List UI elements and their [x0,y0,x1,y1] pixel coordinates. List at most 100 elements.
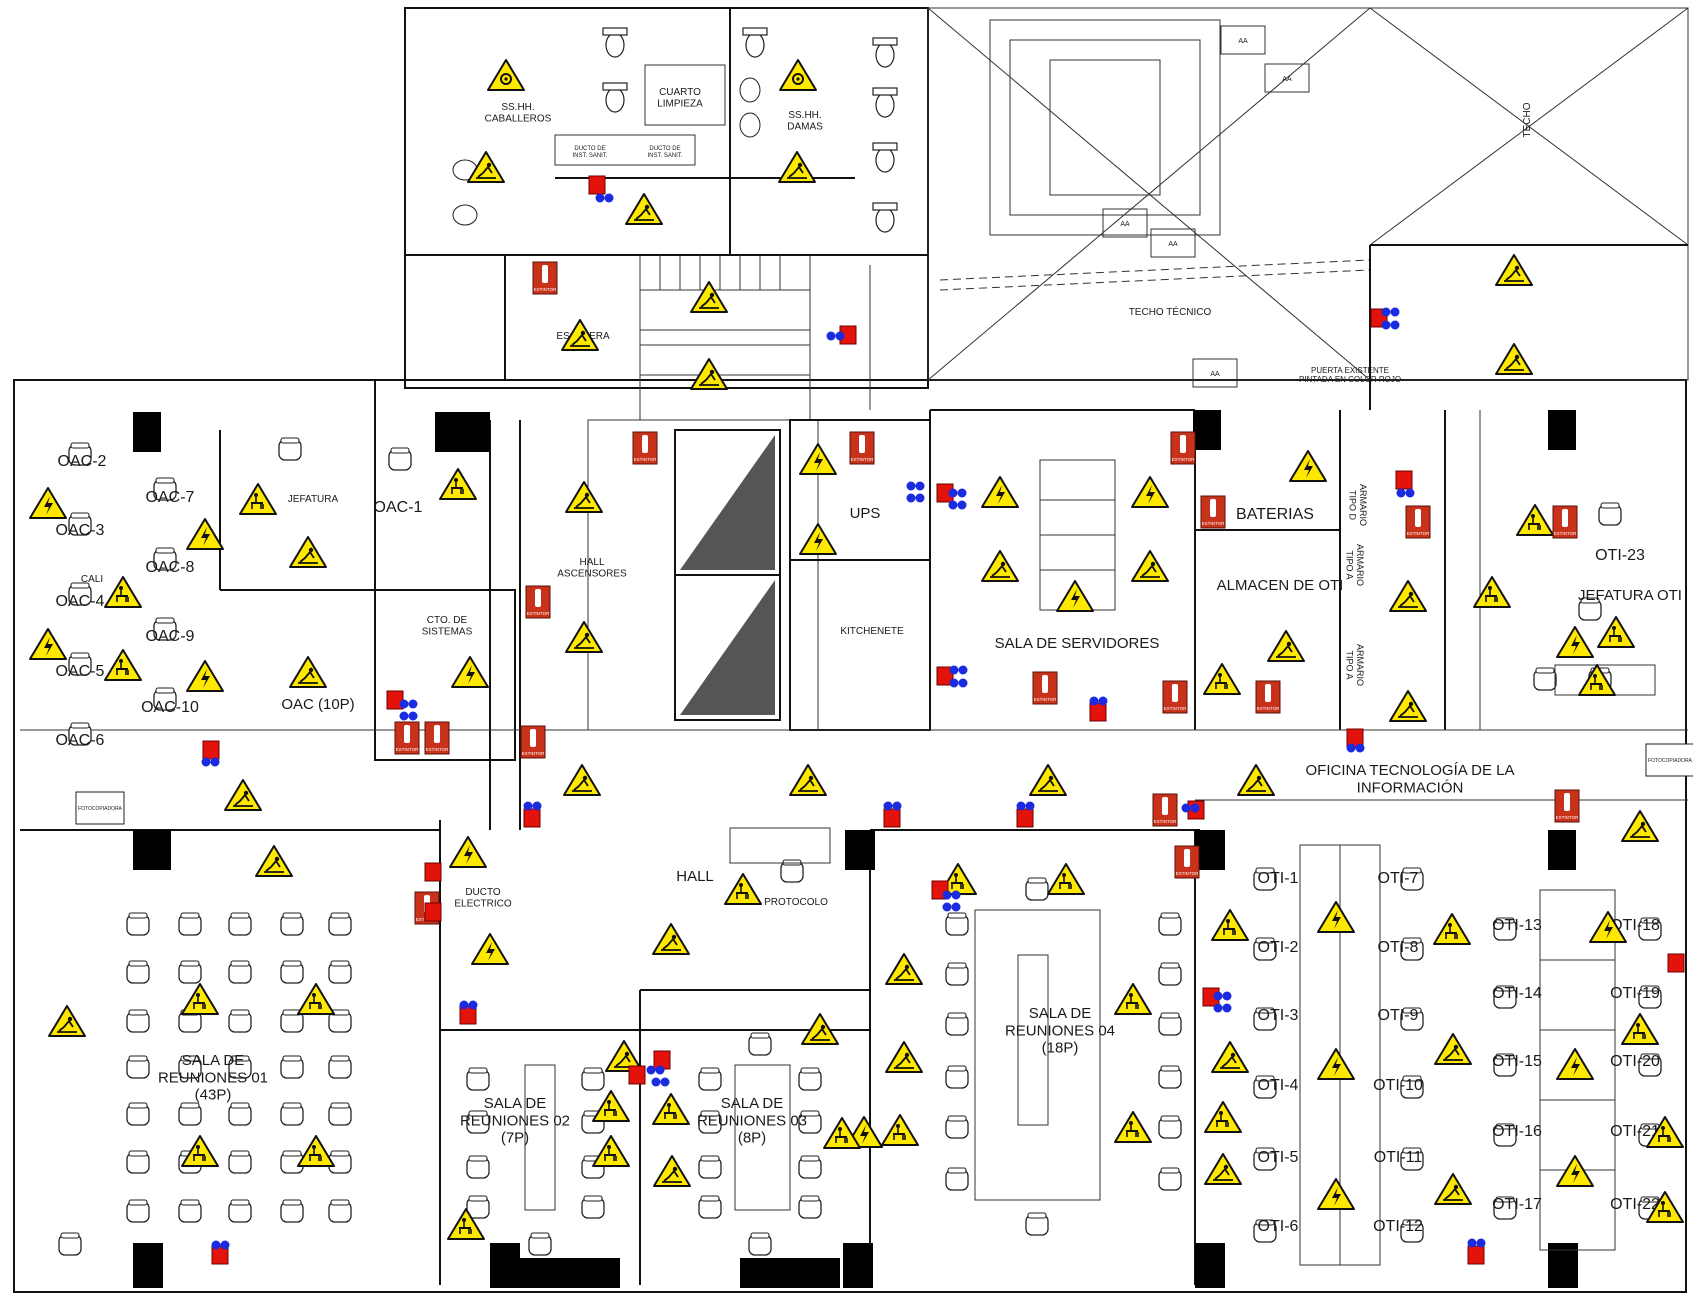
ergonomic-workstation-warning-icon [593,1091,629,1121]
chair-icon [178,912,202,936]
chair-icon [388,447,412,471]
chair-icon [945,962,969,986]
aa-unit-label: AA [1210,371,1220,378]
slip-hazard-warning-icon [779,152,815,182]
alarm-device-icon [424,902,442,922]
slip-hazard-warning-icon [1238,765,1274,795]
electric-shock-warning-icon [1318,1049,1354,1079]
workstation-label: OAC-5 [56,663,105,680]
chair-icon [58,1232,82,1256]
chair-icon [126,912,150,936]
chair-icon [126,1009,150,1033]
tables [524,664,1656,1266]
chair-icon [126,1055,150,1079]
chair-icon [1158,1065,1182,1089]
chair-icon [698,1195,722,1219]
aa-unit-label: AA [1120,221,1130,228]
chair-icon [228,1199,252,1223]
structural-columns [133,410,1578,1288]
workstation-label: OTI-20 [1610,1053,1660,1070]
slip-hazard-warning-icon [886,1042,922,1072]
label-ups: UPS [850,505,881,522]
chair-icon [581,1067,605,1091]
aa-unit [1102,208,1148,238]
workstation-label: OTI-8 [1378,939,1419,956]
slip-hazard-warning-icon [626,194,662,224]
chair-icon [280,1055,304,1079]
ergonomic-workstation-warning-icon [1598,617,1634,647]
fire-extinguisher-icon [1174,845,1200,879]
electric-shock-warning-icon [1318,1179,1354,1209]
slip-hazard-warning-icon [49,1006,85,1036]
stairs-left [640,255,810,376]
slip-hazard-warning-icon [1212,1042,1248,1072]
smoke-sensor-icon [1213,991,1232,1001]
chair-icon [748,1032,772,1056]
ergonomic-workstation-warning-icon [882,1115,918,1145]
label-techo: TECHO [1522,102,1533,137]
smoke-sensor-icon [942,902,961,912]
chair-icon [748,1232,772,1256]
toilet-fixtures [452,27,898,233]
slip-hazard-warning-icon [654,1156,690,1186]
ergonomic-workstation-warning-icon [1517,505,1553,535]
chair-icon [698,1067,722,1091]
chair-icon [798,1195,822,1219]
label-kitchenette: KITCHENETE [840,626,904,637]
chair-icon [126,1199,150,1223]
smoke-sensor-icon [906,493,925,503]
workstation-label: OTI-22 [1610,1196,1660,1213]
smoke-sensor-icon [399,699,418,709]
slip-hazard-warning-icon [1496,255,1532,285]
aa-unit [1220,25,1266,55]
ergonomic-workstation-warning-icon [298,984,334,1014]
chair-icon [228,912,252,936]
ergonomic-workstation-warning-icon [1115,984,1151,1014]
electric-shock-warning-icon [452,657,488,687]
photocopier-icon [1645,743,1693,777]
chair-icon [1025,877,1049,901]
workstation-label: OTI-15 [1492,1053,1542,1070]
alarm-device-icon [424,862,442,882]
chair-icon [278,437,302,461]
smoke-sensor-icon [949,665,968,675]
electric-shock-warning-icon [1290,451,1326,481]
chair-icon [1533,667,1557,691]
electric-shock-warning-icon [1557,1156,1593,1186]
chair-icon [126,1150,150,1174]
chair-icon [1158,1012,1182,1036]
slip-hazard-warning-icon [290,537,326,567]
fire-extinguisher-icon [1152,793,1178,827]
chair-icon [798,1067,822,1091]
smoke-sensor-icon [948,488,967,498]
electric-shock-warning-icon [1557,1049,1593,1079]
chair-icon [945,1012,969,1036]
label-cali: CALI [81,574,103,585]
smoke-sensor-icon [1396,488,1415,498]
label-armario-d: ARMARIOTIPO D [1348,484,1368,526]
workstation-label: OTI-6 [1258,1218,1299,1235]
workstation-label: OAC-3 [56,522,105,539]
fire-extinguisher-icon [632,431,658,465]
slip-hazard-warning-icon [1390,691,1426,721]
photocopier-label: FOTOCOPIADORA [1648,758,1692,764]
slip-hazard-warning-icon [691,282,727,312]
workstation-label: OAC-4 [56,593,105,610]
slip-hazard-warning-icon [566,482,602,512]
chair-icon [945,1167,969,1191]
workstation-label: OAC-7 [146,489,195,506]
electric-shock-warning-icon [187,519,223,549]
electric-shock-warning-icon [30,629,66,659]
workstation-label: OTI-7 [1378,870,1419,887]
workstation-label: OTI-19 [1610,985,1660,1002]
chair-icon [1025,1212,1049,1236]
chair-icon [328,1199,352,1223]
workstation-label: OTI-13 [1492,917,1542,934]
slip-hazard-warning-icon [1435,1174,1471,1204]
chair-icon [945,912,969,936]
